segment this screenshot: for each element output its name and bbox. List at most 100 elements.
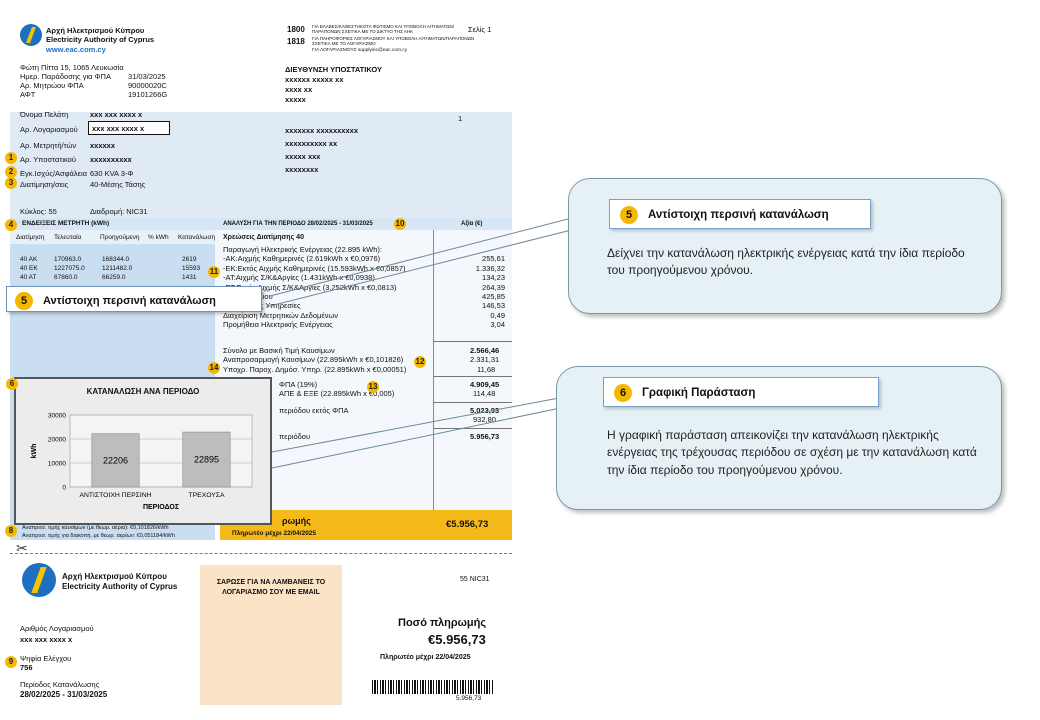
- charge-line-value: 134,23: [482, 273, 505, 283]
- charge-line-value: 146,53: [482, 301, 505, 311]
- tariff-value: 40-Μέσης Τάσης: [90, 180, 146, 189]
- charge-line-label: -ΕΤ:Εκτός Αιχμής Σ/Κ&Αργίες (3.252kWh x …: [223, 282, 397, 292]
- payment-due-date: Πληρωτέο μέχρι 22/04/2025: [232, 530, 317, 537]
- chart-y-tick-label: 0: [62, 485, 66, 492]
- callout5-title: Αντίστοιχη περσινή κατανάλωση: [648, 209, 829, 222]
- slip-code: 55 NIC31: [460, 576, 490, 583]
- charge-line-value: 425,85: [482, 292, 505, 301]
- page-number: Σελίς 1: [468, 25, 492, 34]
- period-total-value: 5.956,73: [470, 432, 500, 441]
- chart-y-axis-label: kWh: [31, 444, 38, 459]
- callout6-header: 6 Γραφική Παράσταση: [603, 377, 879, 407]
- cut-line: [10, 553, 512, 554]
- phone-accounts: 1818: [287, 37, 305, 46]
- meter-col-last: Τελευταία: [54, 234, 82, 241]
- period-total-label: περιόδου: [279, 432, 311, 441]
- slip-barcode-number: 5.956,73: [456, 695, 482, 702]
- bill-header: Αρχή Ηλεκτρισμού Κύπρου Electricity Auth…: [10, 8, 512, 222]
- meter-row-ak-last: 170963.0: [54, 256, 82, 263]
- meter-row-ak-tariff: 40 AK: [20, 256, 38, 263]
- meter-col-percent: % kWh: [148, 234, 169, 241]
- vat-date: 31/03/2025: [128, 72, 166, 81]
- account-number: xxx xxx xxxx x: [92, 124, 145, 133]
- vat-reg: 90000020C: [128, 81, 167, 90]
- charge-line-label: Διαχείριση Μετρητικών Δεδομένων: [223, 310, 339, 320]
- amount-column-header: Αξία (€): [461, 221, 483, 227]
- meter-label: Αρ. Μετρητή/τών: [20, 141, 77, 150]
- cycle-label: Κύκλος: 55: [20, 207, 57, 216]
- chart-bar: [91, 433, 140, 488]
- pso-label: Υποχρ. Παροχ. Δημόσ. Υπηρ. (22.895kWh x …: [223, 365, 407, 374]
- scissors-icon: ✂: [16, 540, 28, 556]
- vat-rate-label: ΦΠΑ (19%): [279, 380, 318, 389]
- slip-account-number: xxx xxx xxxx x: [20, 635, 73, 644]
- account-box: [88, 121, 170, 135]
- slip-barcode: [372, 680, 494, 694]
- charge-line-value: 3,04: [490, 320, 505, 330]
- chart-x-tick-label: ΤΡΕΧΟΥΣΑ: [188, 492, 225, 499]
- right-line-3: xxxxx xxx: [285, 152, 321, 161]
- meter-col-previous: Προηγούμενη: [100, 234, 140, 241]
- pso-value: 11,68: [477, 365, 496, 374]
- charge-line-label: -ΕΚ:Εκτός Αιχμής Καθημερινές (15.593kWh …: [223, 263, 406, 273]
- callout5-header: 5 Αντίστοιχη περσινή κατανάλωση: [609, 199, 871, 229]
- charge-line-value: 0,49: [490, 310, 505, 320]
- slip-period-label: Περίοδος Κατανάλωσης: [20, 680, 100, 689]
- account-label: Αρ. Λογαριασμού: [20, 125, 78, 134]
- payment-amount: €5.956,73: [446, 519, 489, 530]
- chart-x-tick-label: ΑΝΤΙΣΤΟΙΧΗ ΠΕΡΣΙΝΗ: [79, 492, 151, 499]
- right-line-4: xxxxxxxx: [285, 165, 319, 174]
- chart-bar-value-label: 22895: [194, 455, 219, 465]
- premise-number-label: Αρ. Υποστατικού: [20, 155, 76, 164]
- chart-y-tick-label: 30000: [48, 413, 66, 420]
- capacity-value: 630 KVA 3-Φ: [90, 169, 134, 178]
- marker-4: 4: [5, 219, 17, 231]
- charge-line-label: -ΑΚ:Αιχμής Καθημερινές (2.619kWh x €0,09…: [223, 254, 381, 264]
- callout5-badge: 5: [620, 206, 638, 224]
- meter-row-ek-last: 1227075.0: [54, 265, 85, 272]
- charge-line-label: -ΑΤ:Αιχμής Σ/Κ&Αργίες (1.431kWh x €0,093…: [223, 273, 375, 283]
- slip-qr-area: ΣΑΡΩΣΕ ΓΙΑ ΝΑ ΛΑΜΒΑΝΕΙΣ ΤΟ ΛΟΓΑΡΙΑΣΜΟ ΣΟ…: [200, 565, 342, 705]
- meter-row-at-consumption: 1431: [182, 274, 197, 281]
- meter-row-at-last: 67860.0: [54, 274, 78, 281]
- email-info: ΓΙΑ ΛΟΓΑΡΙΑΣΜΟΥΣ supplyinc@eac.com.cy: [312, 48, 408, 53]
- meter-row-ak-previous: 168344.0: [102, 256, 130, 263]
- customer-name: xxx xxx xxxx x: [90, 110, 143, 119]
- sheet-marker: 1: [458, 114, 463, 123]
- meter-row-ek-tariff: 40 EK: [20, 265, 38, 272]
- phone-faults-text: ΓΙΑ ΒΛΑΒΕΣ/ΚΑΘΕΣΤΗΚΟΤΑ ΦΩΤΙΣΜΟ ΚΑΙ ΥΠΟΒΟ…: [312, 24, 455, 35]
- chart-bar-value-label: 22206: [103, 455, 128, 465]
- aft-number: 19101266G: [128, 90, 168, 99]
- company-name-gr: Αρχή Ηλεκτρισμού Κύπρου: [46, 26, 145, 35]
- pointer-line-5b: [265, 223, 596, 308]
- charge-line-label: Παραγωγή Ηλεκτρικής Ενέργειας (22.895 kW…: [223, 245, 382, 254]
- vat-reg-label: Αρ. Μητρώου ΦΠΑ: [20, 81, 84, 90]
- res-label: ΑΠΕ & ΕΞΕ (22.895kWh x €0,005): [279, 389, 395, 398]
- charge-line-value: 1.336,32: [475, 263, 505, 273]
- slip-check-label: Ψηφία Ελέγχου: [20, 654, 72, 663]
- meter-section-title: ΕΝΔΕΙΞΕΙΣ ΜΕΤΡΗΤΗ (kWh): [22, 220, 110, 227]
- fuel-adjustment-value: 2.331,31: [470, 355, 500, 364]
- excl-vat-value: 5.023,93: [470, 406, 500, 415]
- charge-line-value: 255,61: [482, 254, 505, 264]
- analysis-title: ΑΝΑΛΥΣΗ ΓΙΑ ΤΗΝ ΠΕΡΙΟΔΟ 28/02/2025 - 31/…: [223, 221, 373, 227]
- vat-base-value: 4.909,45: [470, 380, 500, 389]
- callout6-badge: 6: [614, 384, 632, 402]
- vat-date-label: Ημερ. Παράδοσης για ΦΠΑ: [20, 72, 111, 81]
- capacity-label: Εγκ.Ισχύς/Ασφάλεια: [20, 169, 87, 178]
- fuel-note-2: Αναπροσ. τιμής για διακοπή. με θεωρ. αερ…: [22, 533, 175, 539]
- premises-title: ΔΙΕΥΘΥΝΣΗ ΥΠΟΣΤΑΤΙΚΟΥ: [285, 65, 383, 74]
- subtotal-label: Σύνολο με Βασική Τιμή Καυσίμων: [223, 346, 335, 355]
- callout6-title: Γραφική Παράσταση: [642, 387, 756, 400]
- right-line-2: xxxxxxxxxx xx: [285, 139, 338, 148]
- payment-label: ρωμής: [282, 516, 311, 526]
- marker-3: 3: [5, 177, 17, 189]
- marker-8: 8: [5, 525, 17, 537]
- marker-13: 13: [367, 381, 379, 393]
- subtotal-value: 2.566,46: [470, 346, 500, 355]
- marker-11: 11: [208, 266, 220, 278]
- premises-line-2: xxxx xx: [285, 85, 313, 94]
